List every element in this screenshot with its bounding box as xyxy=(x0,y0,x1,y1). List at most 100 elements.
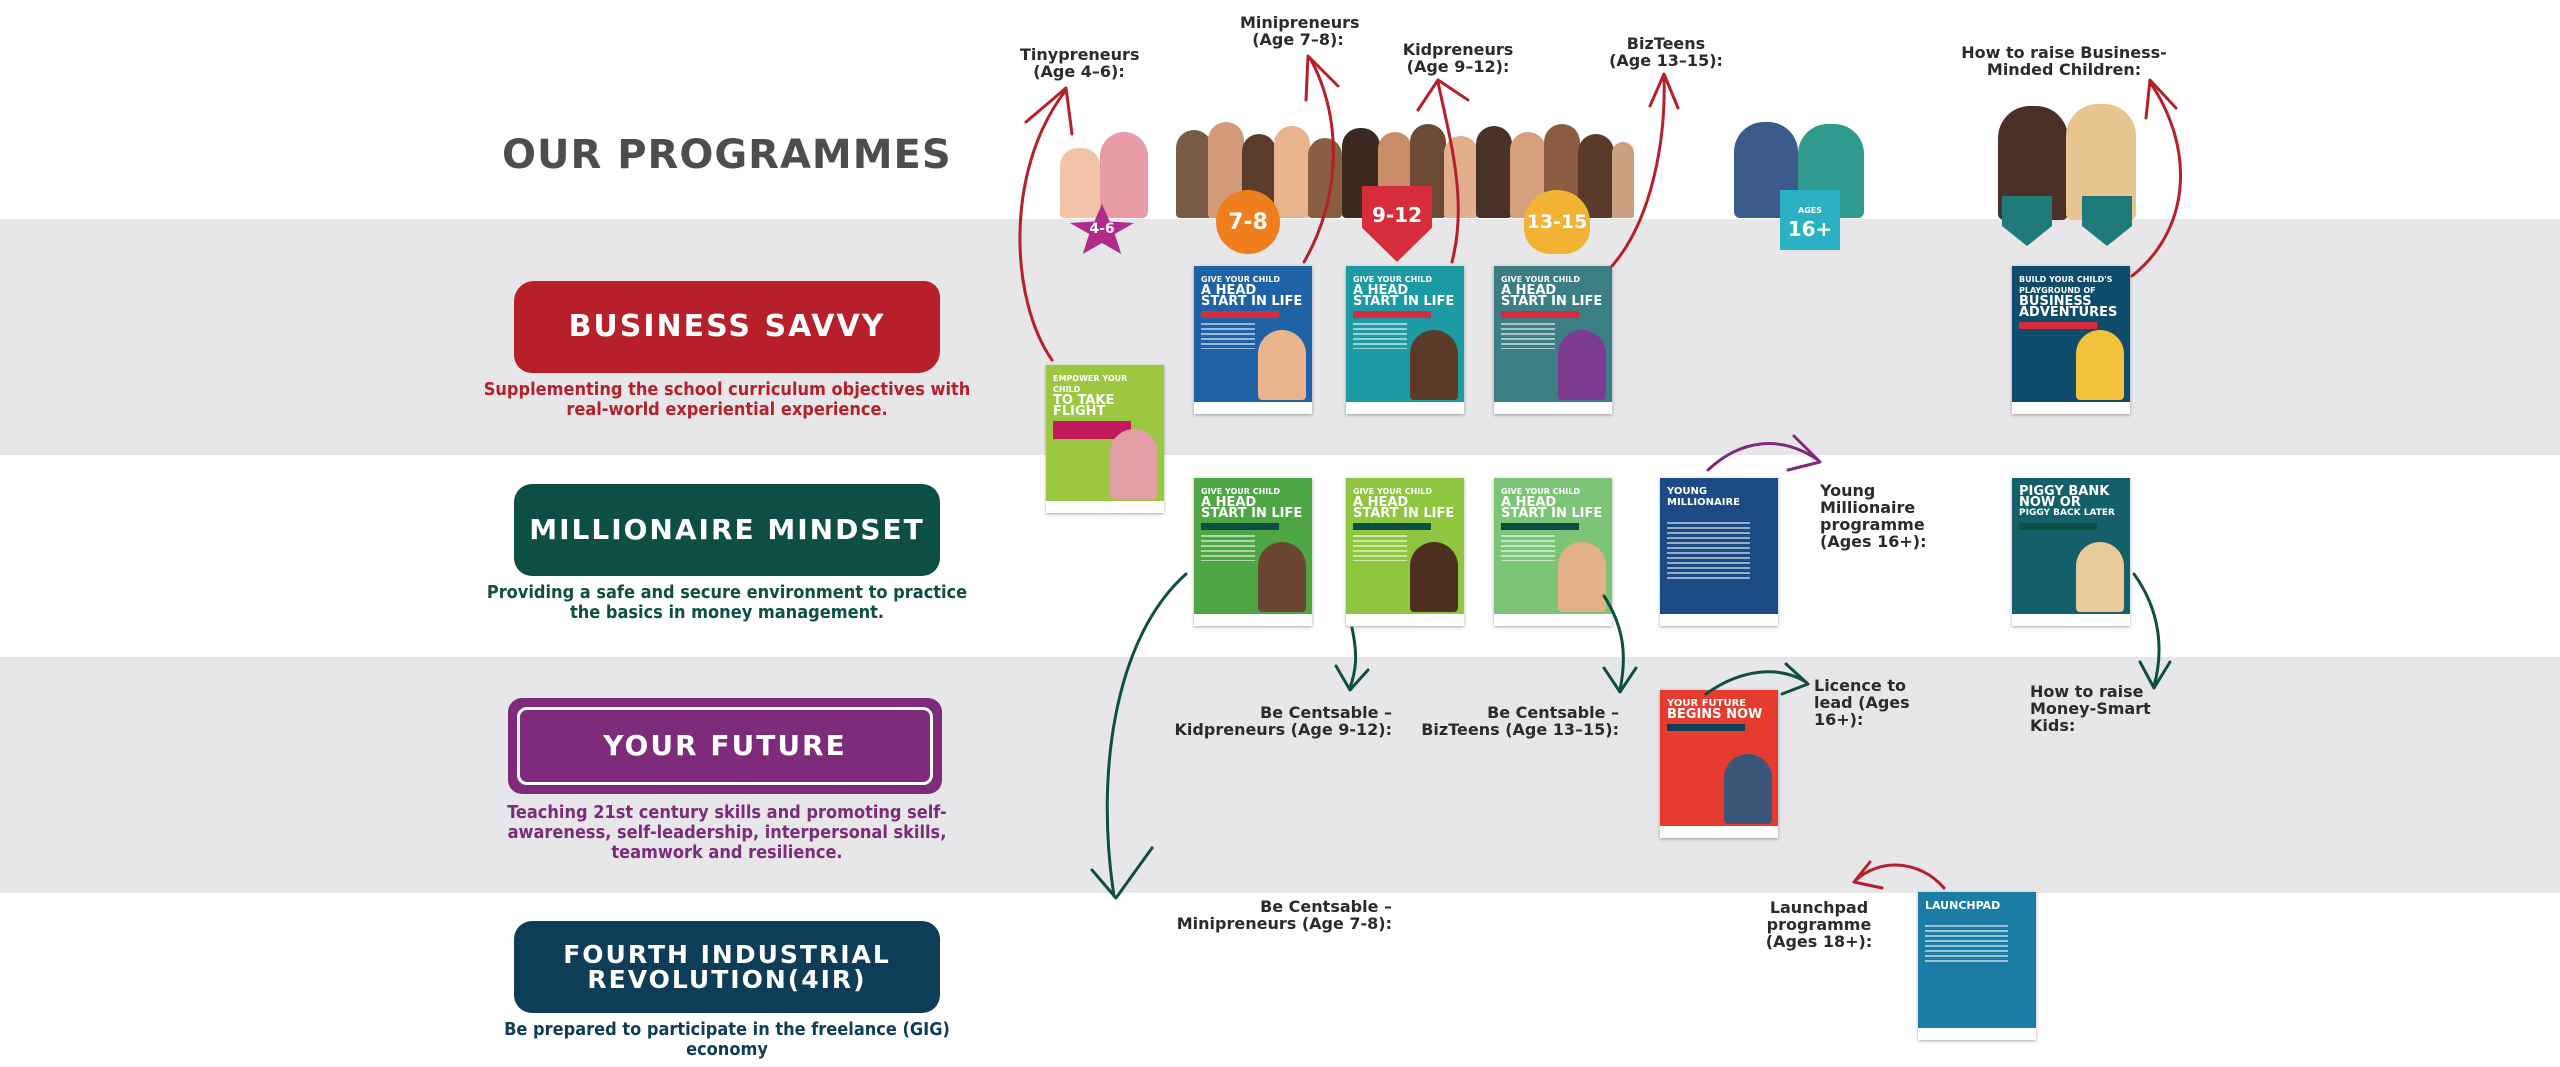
arrow-centsable-kidpreneurs-head xyxy=(1334,664,1370,692)
your-future-description: Teaching 21st century skills and promoti… xyxy=(507,802,947,863)
poster-parent-heading-1: BUILD YOUR CHILD'S PLAYGROUND OF xyxy=(2019,275,2113,295)
teen-figure xyxy=(1558,542,1606,612)
label-licence-to-lead: Licence to lead (Ages 16+): xyxy=(1814,676,1910,729)
poster-footer xyxy=(1046,501,1164,513)
badge-13-15: 13-15 xyxy=(1524,190,1590,254)
poster-strip xyxy=(1353,311,1431,318)
label-centsable-bizteens: Be Centsable – BizTeens (Age 13–15): xyxy=(1421,703,1619,739)
poster-footer xyxy=(2012,614,2130,626)
poster-footer xyxy=(1494,402,1612,414)
label-kidpreneurs: Kidpreneurs (Age 9–12): xyxy=(1402,40,1514,76)
child-figure xyxy=(1308,138,1342,218)
label-young-millionaire: Young Millionaire programme (Ages 16+): xyxy=(1820,481,1927,551)
teen-figure xyxy=(1558,330,1606,400)
poster-millionaire-bizteens: GIVE YOUR CHILD A HEAD START IN LIFE xyxy=(1494,478,1612,626)
poster-heading-2: A HEAD START IN LIFE xyxy=(1201,283,1303,309)
poster-future-heading-1: YOUR FUTURE xyxy=(1667,698,1747,709)
poster-strip xyxy=(1501,311,1579,318)
poster-text-lines xyxy=(1667,522,1751,582)
child-figure xyxy=(1060,148,1100,218)
child-figure xyxy=(1612,142,1634,218)
poster-your-future-begins-now: YOUR FUTURE BEGINS NOW xyxy=(1660,690,1778,838)
business-savvy-description: Supplementing the school curriculum obje… xyxy=(483,379,971,420)
arrow-business-minded-parents-head xyxy=(2144,78,2178,120)
millionaire-mindset-pill: MILLIONAIRE MINDSET xyxy=(514,484,940,576)
fourth-industrial-revolution-pill: FOURTH INDUSTRIAL REVOLUTION(4IR) xyxy=(514,921,940,1013)
arrow-launchpad-head xyxy=(1852,860,1884,890)
badge-9-12-text: 9-12 xyxy=(1371,203,1423,227)
poster-tiny-heading-1: EMPOWER YOUR CHILD xyxy=(1053,374,1128,394)
your-future-pill: YOUR FUTURE xyxy=(508,698,942,794)
poster-footer xyxy=(1660,614,1778,626)
poster-heading-1: GIVE YOUR CHILD xyxy=(1353,487,1433,496)
poster-text-lines xyxy=(1925,925,2009,965)
poster-strip xyxy=(1201,311,1279,318)
millionaire-mindset-title: MILLIONAIRE MINDSET xyxy=(529,513,925,546)
poster-business-adventures: BUILD YOUR CHILD'S PLAYGROUND OF BUSINES… xyxy=(2012,266,2130,414)
poster-parent-heading-2: BUSINESS ADVENTURES xyxy=(2019,294,2118,320)
child-figure xyxy=(1444,136,1478,218)
millionaire-mindset-description: Providing a safe and secure environment … xyxy=(486,582,968,623)
poster-tiny-heading-2: TO TAKE FLIGHT xyxy=(1053,393,1115,419)
arrow-centsable-bizteens xyxy=(1602,594,1625,692)
poster-piggy-heading-2: PIGGY BACK LATER xyxy=(2019,508,2115,518)
child-figure xyxy=(1410,542,1458,612)
poster-strip xyxy=(1053,421,1131,439)
label-launchpad: Launchpad programme (Ages 18+): xyxy=(1765,898,1873,951)
poster-heading-2: A HEAD START IN LIFE xyxy=(1201,495,1303,521)
label-centsable-kidpreneurs: Be Centsable – Kidpreneurs (Age 9-12): xyxy=(1174,703,1392,739)
poster-tinypreneurs: EMPOWER YOUR CHILD TO TAKE FLIGHT xyxy=(1046,365,1164,513)
poster-footer xyxy=(1346,614,1464,626)
band-your-future xyxy=(0,657,2560,893)
business-savvy-title: BUSINESS SAVVY xyxy=(568,309,886,344)
business-savvy-pill: BUSINESS SAVVY xyxy=(514,281,940,373)
arrow-kidpreneurs xyxy=(1436,80,1460,264)
badge-16-plus: AGES 16+ xyxy=(1780,190,1840,250)
arrow-bizteens-head xyxy=(1648,72,1680,110)
poster-text-lines xyxy=(1353,535,1408,561)
poster-text-lines xyxy=(1501,323,1556,349)
arrow-minipreneurs-head xyxy=(1304,54,1340,102)
arrow-launchpad xyxy=(1854,863,1946,890)
arrow-licence-to-lead-head xyxy=(1780,662,1810,696)
arrow-tinypreneurs-head xyxy=(1024,86,1074,136)
badge-7-8: 7-8 xyxy=(1216,190,1280,254)
poster-footer xyxy=(1494,614,1612,626)
poster-text-lines xyxy=(1201,535,1256,561)
arrow-bizteens xyxy=(1610,74,1666,268)
arrow-young-millionaire-head xyxy=(1786,434,1822,472)
poster-future-heading-2: BEGINS NOW xyxy=(1667,707,1763,722)
poster-piggy-bank: PIGGY BANK NOW OR PIGGY BACK LATER xyxy=(2012,478,2130,626)
poster-strip xyxy=(1501,523,1579,530)
arrow-tinypreneurs xyxy=(1018,88,1068,362)
arrow-kidpreneurs-head xyxy=(1416,78,1470,112)
badge-4-6-text: 4-6 xyxy=(1089,221,1115,237)
child-figure xyxy=(1410,330,1458,400)
mother-figure xyxy=(2076,542,2124,612)
poster-young-millionaire: YOUNG MILLIONAIRE xyxy=(1660,478,1778,626)
poster-text-lines xyxy=(1501,535,1556,561)
fourth-industrial-revolution-description: Be prepared to participate in the freela… xyxy=(504,1019,950,1060)
poster-heading-1: GIVE YOUR CHILD xyxy=(1501,487,1581,496)
pig-mascot-figure xyxy=(1110,429,1158,499)
child-figure xyxy=(1258,330,1306,400)
poster-millionaire-kidpreneurs: GIVE YOUR CHILD A HEAD START IN LIFE xyxy=(1346,478,1464,626)
poster-heading-2: A HEAD START IN LIFE xyxy=(1501,283,1603,309)
label-bizteens: BizTeens (Age 13–15): xyxy=(1609,34,1723,70)
child-figure xyxy=(1176,130,1212,218)
poster-heading-1: GIVE YOUR CHILD xyxy=(1501,275,1581,284)
poster-strip xyxy=(1353,523,1431,530)
badge-7-8-text: 7-8 xyxy=(1228,209,1268,235)
poster-heading-1: GIVE YOUR CHILD xyxy=(1201,487,1281,496)
badge-16-plus-text: 16+ xyxy=(1787,217,1833,241)
tinypreneur-photo xyxy=(1056,128,1156,218)
label-tinypreneurs: Tinypreneurs (Age 4–6): xyxy=(1020,45,1140,81)
poster-piggy-heading-1: PIGGY BANK NOW OR xyxy=(2019,484,2110,510)
poster-heading-2: A HEAD START IN LIFE xyxy=(1353,495,1455,521)
poster-business-savvy-bizteens: GIVE YOUR CHILD A HEAD START IN LIFE xyxy=(1494,266,1612,414)
badge-13-15-text: 13-15 xyxy=(1526,211,1588,233)
arrow-young-millionaire xyxy=(1706,442,1820,472)
poster-business-savvy-minipreneurs: GIVE YOUR CHILD A HEAD START IN LIFE xyxy=(1194,266,1312,414)
poster-footer xyxy=(2012,402,2130,414)
pig-mascot-figure xyxy=(1100,132,1148,218)
